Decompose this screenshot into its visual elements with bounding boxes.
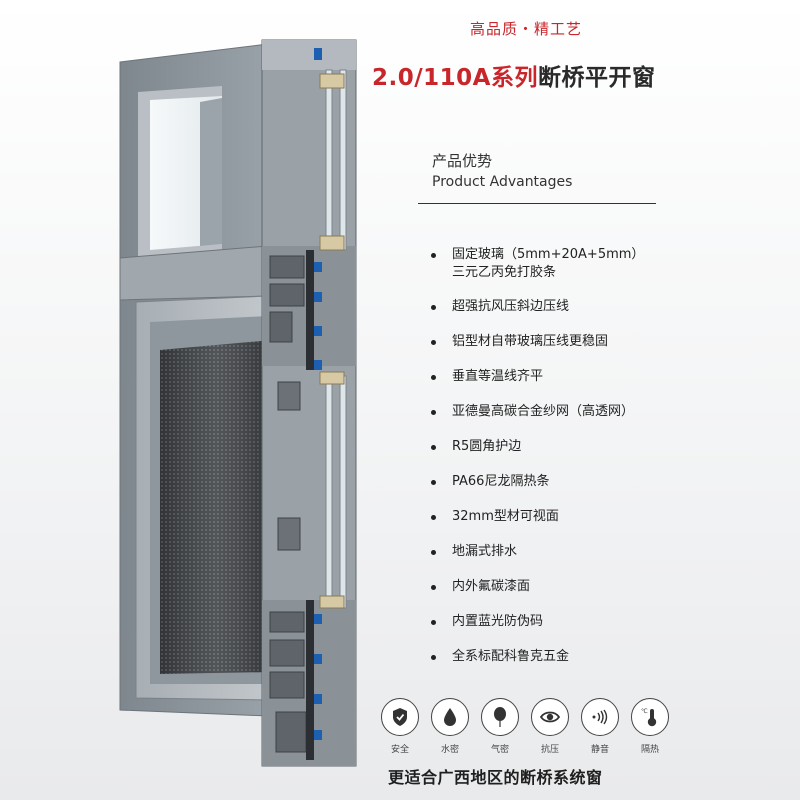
performance-watertight: 水密 — [428, 698, 472, 755]
bullet-icon — [431, 655, 436, 660]
bullet-icon — [431, 305, 436, 310]
feature-text: 32mm型材可视面 — [452, 509, 559, 524]
icon-label: 隔热 — [640, 745, 659, 755]
icon-label: 安全 — [390, 745, 409, 755]
feature-text: 亚德曼高碳合金纱网（高透网） — [452, 404, 635, 419]
advantages-divider — [418, 203, 656, 204]
bullet-icon — [431, 515, 436, 520]
feature-text: 超强抗风压斜边压线 — [452, 299, 570, 314]
feature-text: 铝型材自带玻璃压线更稳固 — [452, 334, 609, 349]
icon-label: 抗压 — [540, 745, 559, 755]
icon-label: 水密 — [440, 745, 459, 755]
sound-wave-icon — [581, 698, 619, 736]
performance-safety: 安全 — [378, 698, 422, 755]
tagline: 高品质・精工艺 — [470, 20, 583, 38]
title-product: 断桥平开窗 — [537, 65, 656, 91]
feature-item: PA66尼龙隔热条 — [428, 473, 644, 491]
title-series: 2.0/110A系列 — [372, 65, 538, 91]
feature-item: 铝型材自带玻璃压线更稳固 — [428, 333, 644, 351]
bullet-icon — [431, 480, 436, 485]
advantages-heading-zh: 产品优势 — [432, 152, 493, 170]
bullet-icon — [431, 585, 436, 590]
wind-pressure-icon — [531, 698, 569, 736]
bullet-icon — [431, 620, 436, 625]
bullet-icon — [431, 340, 436, 345]
feature-item: 内置蓝光防伪码 — [428, 613, 644, 631]
thermometer-icon: ℃ — [631, 698, 669, 736]
feature-item: 全系标配科鲁克五金 — [428, 648, 644, 666]
window-profile-illustration — [119, 39, 357, 767]
feature-item: 亚德曼高碳合金纱网（高透网） — [428, 403, 644, 421]
advantages-heading-en: Product Advantages — [432, 174, 573, 190]
feature-text: 垂直等温线齐平 — [452, 369, 544, 384]
balloon-icon — [481, 698, 519, 736]
feature-item: 地漏式排水 — [428, 543, 644, 561]
shield-icon — [381, 698, 419, 736]
bullet-icon — [431, 253, 436, 258]
page-title: 2.0/110A系列断桥平开窗 — [372, 58, 655, 92]
feature-text: 内置蓝光防伪码 — [452, 614, 544, 629]
bullet-icon — [431, 410, 436, 415]
performance-soundproof: 静音 — [578, 698, 622, 755]
performance-wind-resistance: 抗压 — [528, 698, 572, 755]
feature-item: 超强抗风压斜边压线 — [428, 298, 644, 316]
feature-text: 地漏式排水 — [452, 544, 518, 559]
bullet-icon — [431, 445, 436, 450]
feature-list: 固定玻璃（5mm+20A+5mm） 三元乙丙免打胶条 超强抗风压斜边压线 铝型材… — [428, 246, 644, 666]
feature-text: R5圆角护边 — [452, 439, 522, 454]
feature-item: 固定玻璃（5mm+20A+5mm） 三元乙丙免打胶条 — [428, 246, 644, 282]
feature-item: 内外氟碳漆面 — [428, 578, 644, 596]
feature-item: R5圆角护边 — [428, 438, 644, 456]
icon-label: 静音 — [590, 745, 609, 755]
feature-text-secondary: 三元乙丙免打胶条 — [452, 265, 557, 280]
performance-insulation: ℃ 隔热 — [628, 698, 672, 755]
feature-item: 垂直等温线齐平 — [428, 368, 644, 386]
feature-text: 固定玻璃（5mm+20A+5mm） — [452, 247, 645, 262]
thermometer-unit: ℃ — [641, 708, 648, 715]
feature-text: 内外氟碳漆面 — [452, 579, 531, 594]
performance-airtight: 气密 — [478, 698, 522, 755]
feature-text: PA66尼龙隔热条 — [452, 474, 550, 489]
feature-text: 全系标配科鲁克五金 — [452, 649, 570, 664]
bottom-slogan: 更适合广西地区的断桥系统窗 — [388, 768, 603, 787]
performance-icon-row: 安全 水密 气密 抗压 静音 ℃ 隔热 — [378, 698, 678, 758]
bullet-icon — [431, 550, 436, 555]
icon-label: 气密 — [490, 745, 509, 755]
water-drop-icon — [431, 698, 469, 736]
bullet-icon — [431, 375, 436, 380]
feature-item: 32mm型材可视面 — [428, 508, 644, 526]
